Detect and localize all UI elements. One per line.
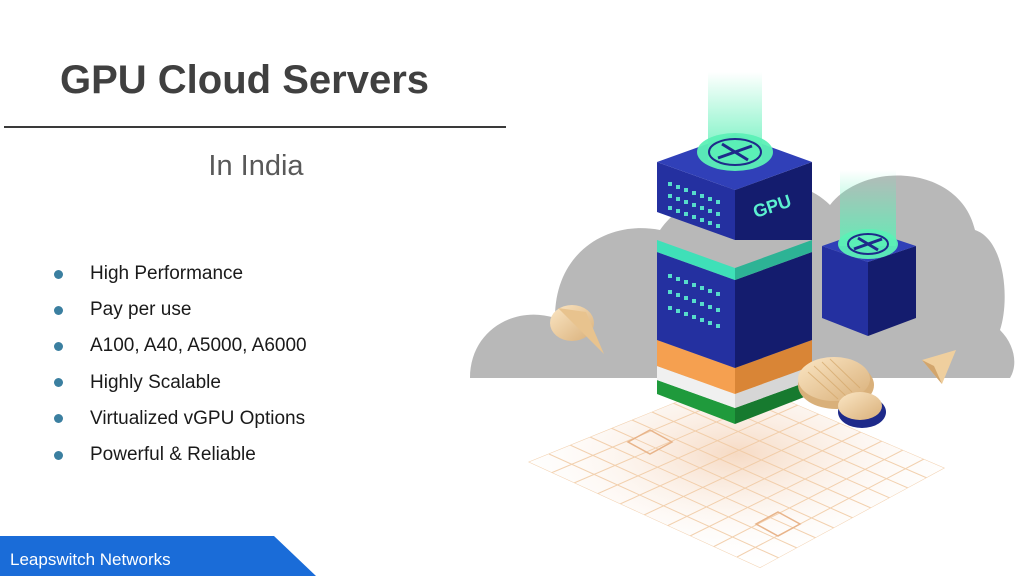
gpu-server-tower-icon: GPU xyxy=(657,72,812,424)
slide-title: GPU Cloud Servers xyxy=(60,58,430,102)
feature-item: Pay per use xyxy=(54,292,307,328)
coin-disc-icon xyxy=(838,392,886,428)
slide-subtitle: In India xyxy=(208,150,304,182)
gpu-server-small-icon xyxy=(822,170,916,336)
bullet-dot-icon xyxy=(54,305,63,315)
feature-label: Pay per use xyxy=(90,299,192,321)
feature-item: Highly Scalable xyxy=(54,365,307,401)
feature-item: High Performance xyxy=(54,256,307,292)
feature-item: A100, A40, A5000, A6000 xyxy=(54,328,307,364)
cone-shape-icon xyxy=(922,350,956,384)
feature-list: High Performance Pay per use A100, A40, … xyxy=(54,256,307,473)
footer-company-name: Leapswitch Networks xyxy=(10,550,171,569)
bullet-dot-icon xyxy=(54,269,63,279)
bullet-dot-icon xyxy=(54,378,63,388)
feature-label: Virtualized vGPU Options xyxy=(90,407,306,429)
floor-grid-icon xyxy=(528,378,945,568)
bullet-dot-icon xyxy=(54,450,63,460)
fan-icon xyxy=(838,229,898,259)
feature-label: A100, A40, A5000, A6000 xyxy=(90,335,307,357)
fan-icon xyxy=(697,133,773,171)
bullet-dot-icon xyxy=(54,414,63,424)
bullet-dot-icon xyxy=(54,341,63,351)
feature-label: Powerful & Reliable xyxy=(90,444,256,466)
footer-banner: Leapswitch Networks xyxy=(0,536,320,576)
footer-banner-shape xyxy=(0,536,316,576)
feature-label: High Performance xyxy=(90,263,244,285)
feature-item: Powerful & Reliable xyxy=(54,437,307,473)
title-divider xyxy=(4,126,506,128)
feature-label: Highly Scalable xyxy=(90,371,221,393)
feature-item: Virtualized vGPU Options xyxy=(54,401,307,437)
cone-shape-icon xyxy=(550,305,604,354)
gpu-server-illustration: GPU xyxy=(470,72,1015,568)
